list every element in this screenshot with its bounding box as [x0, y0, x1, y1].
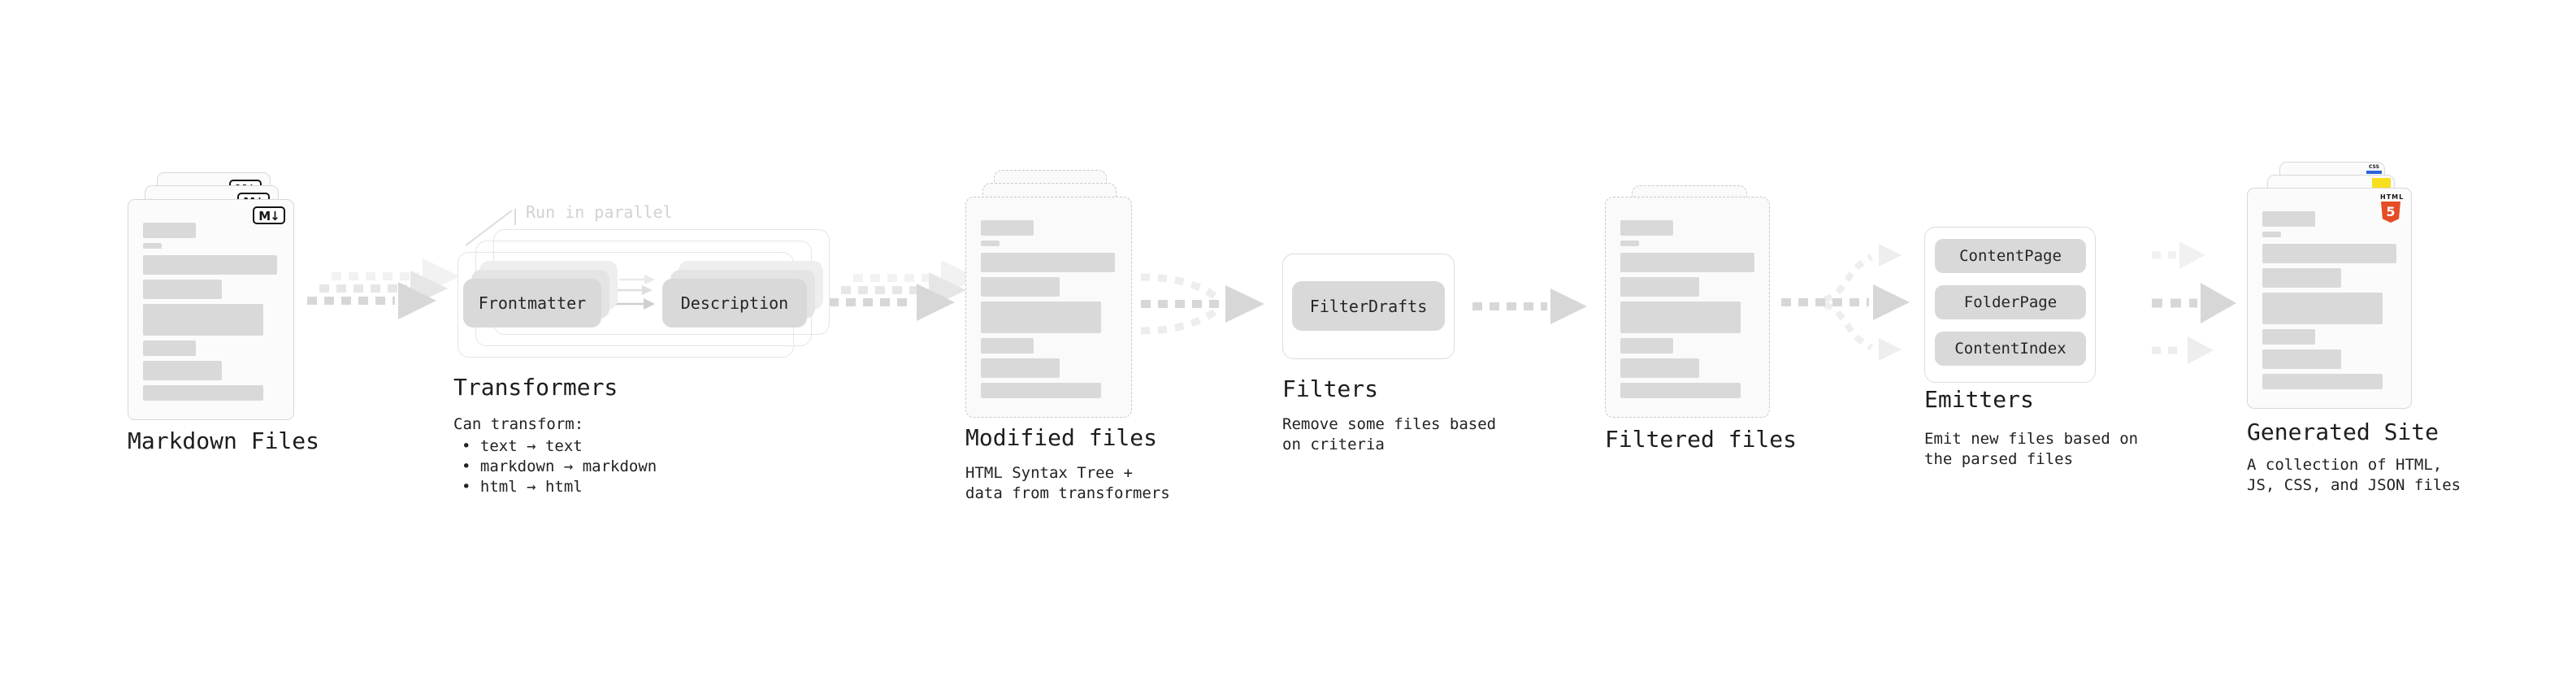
transformer-pill-description: Description [662, 279, 807, 327]
html5-icon-shield: 5 [2381, 202, 2400, 223]
skeleton-bar [1620, 241, 1639, 246]
desc-line: JS, CSS, and JSON files [2247, 476, 2461, 494]
generated-document-front: HTML 5 [2247, 188, 2412, 409]
skeleton-bar [981, 383, 1101, 398]
transformers-desc-title: Can transform: [453, 415, 584, 433]
section-title-markdown-files: Markdown Files [128, 427, 320, 454]
js-icon [2372, 178, 2391, 188]
skeleton-bar [2262, 293, 2383, 324]
skeleton-bar [981, 277, 1060, 297]
html5-icon: HTML 5 [2380, 193, 2405, 223]
skeleton-bar [2262, 329, 2315, 345]
markdown-icon: M↓ [253, 206, 285, 224]
arrow-emitters-to-generated [2152, 241, 2236, 364]
transformers-bullet: • html → html [462, 478, 583, 496]
arrow-modified-to-filters [1140, 273, 1264, 335]
desc-line: Remove some files based [1282, 415, 1497, 433]
skeleton-bar [1620, 338, 1673, 354]
arrow-filtered-to-emitters [1781, 244, 1910, 361]
skeleton-bar [143, 304, 263, 336]
skeleton-bar [2262, 268, 2341, 288]
emitter-pill-contentpage: ContentPage [1935, 239, 2086, 273]
skeleton-bar [981, 220, 1034, 236]
skeleton-bar [981, 241, 1000, 246]
html5-icon-word: HTML [2380, 193, 2405, 201]
desc-line: data from transformers [965, 484, 1170, 502]
modified-document-front [965, 197, 1132, 418]
skeleton-bar [1620, 358, 1699, 378]
skeleton-bar [143, 243, 162, 249]
skeleton-bar [2262, 211, 2315, 227]
skeleton-bar [143, 255, 277, 275]
markdown-document-front: M↓ [128, 199, 294, 420]
transformers-bullet: • text → text [462, 437, 583, 455]
filter-pill-filterdrafts: FilterDrafts [1292, 281, 1445, 331]
skeleton-bar [981, 301, 1101, 333]
section-title-generated-site: Generated Site [2247, 419, 2439, 445]
desc-line: HTML Syntax Tree + [965, 464, 1133, 482]
skeleton-bar [1620, 383, 1741, 398]
transformer-pill-frontmatter: Frontmatter [463, 279, 601, 327]
skeleton-bar [143, 385, 263, 401]
section-title-modified-files: Modified files [965, 424, 1158, 451]
skeleton-bar [2262, 349, 2341, 369]
css-icon-label: CSS [2369, 164, 2379, 170]
emitter-pill-folderpage: FolderPage [1935, 285, 2086, 319]
css-icon: CSS [2366, 165, 2382, 174]
arrow-markdown-to-transformers [307, 258, 460, 319]
skeleton-bar [981, 338, 1034, 354]
arrow-transformers-to-modified [829, 260, 978, 321]
generated-site-desc: A collection of HTML, JS, CSS, and JSON … [2247, 455, 2461, 496]
filters-desc: Remove some files based on criteria [1282, 414, 1496, 455]
desc-line: Emit new files based on [1924, 430, 2139, 448]
desc-line: the parsed files [1924, 450, 2074, 468]
section-title-transformers: Transformers [453, 374, 618, 401]
desc-line: on criteria [1282, 436, 1385, 453]
section-title-filtered-files: Filtered files [1605, 426, 1798, 453]
skeleton-bar [2262, 244, 2396, 263]
desc-line: A collection of HTML, [2247, 456, 2443, 474]
skeleton-bar [1620, 253, 1754, 272]
emitter-pill-contentindex: ContentIndex [1935, 332, 2086, 366]
skeleton-bar [143, 361, 222, 380]
section-title-emitters: Emitters [1924, 386, 2034, 413]
css-icon-bar [2366, 171, 2382, 174]
arrow-filters-to-filtered [1472, 288, 1587, 324]
skeleton-bar [2262, 232, 2281, 237]
filtered-document-front [1605, 197, 1770, 418]
skeleton-bar [143, 340, 196, 356]
skeleton-bar [143, 280, 222, 299]
skeleton-bar [143, 223, 196, 238]
emitters-desc: Emit new files based on the parsed files [1924, 429, 2138, 470]
section-title-filters: Filters [1282, 375, 1379, 402]
skeleton-bar [1620, 220, 1673, 236]
skeleton-bar [1620, 277, 1699, 297]
run-in-parallel-note: Run in parallel [526, 202, 673, 222]
skeleton-bar [1620, 301, 1741, 333]
skeleton-bar [981, 358, 1060, 378]
skeleton-bar [981, 253, 1115, 272]
modified-files-desc: HTML Syntax Tree + data from transformer… [965, 463, 1170, 504]
skeleton-bar [2262, 374, 2383, 389]
transformers-bullet: • markdown → markdown [462, 458, 657, 475]
note-connector-line [465, 209, 516, 246]
